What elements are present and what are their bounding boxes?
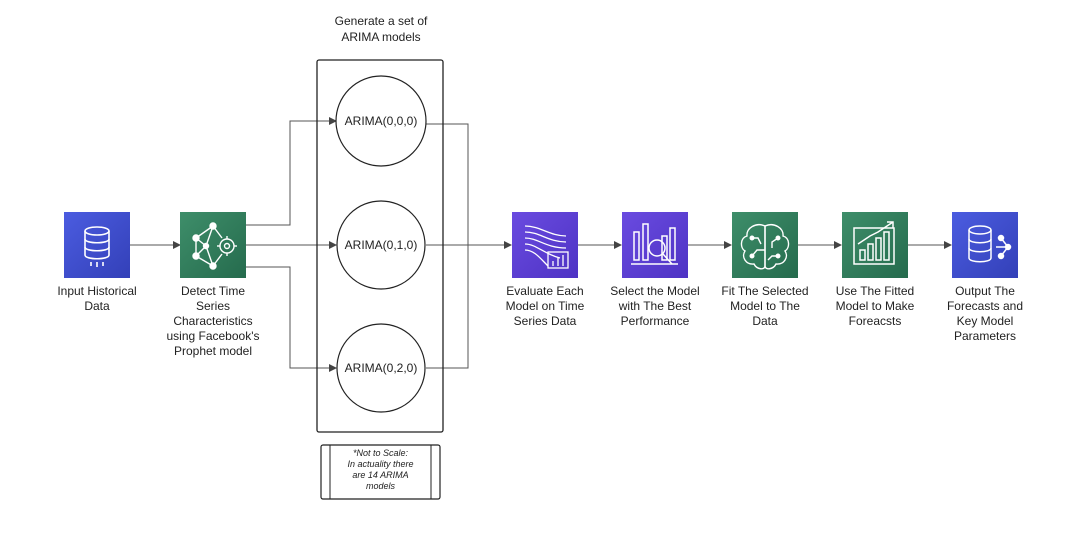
step-label-select-best-model: Select the Model with The Best Performan…: [610, 284, 700, 328]
step-evaluate-models: [512, 212, 578, 278]
arima-group-title: Generate a set of ARIMA models: [334, 14, 428, 44]
growth-chart-icon: [853, 221, 895, 265]
arima-model-label-2: ARIMA(0,1,0): [344, 238, 418, 252]
brain-circuit-icon: [740, 224, 790, 270]
database-icon: [84, 226, 110, 267]
connector-model-1-to-evaluate: [426, 123, 469, 245]
note-box: [320, 444, 441, 500]
data-wave-chart-icon: [524, 225, 569, 269]
step-use-model-forecast: [842, 212, 908, 278]
connector-detect-to-model-1: [246, 117, 337, 226]
arima-model-circle-3: [336, 323, 426, 413]
connector-detect-to-model-3: [246, 266, 337, 372]
arima-model-circle-2: [336, 200, 426, 290]
step-label-detect-characteristics: Detect Time Series Characteristics using…: [166, 284, 260, 358]
note-text: *Not to Scale: In actuality there are 14…: [347, 448, 414, 491]
step-label-fit-model: Fit The Selected Model to The Data: [721, 284, 809, 328]
connectors: [130, 117, 952, 372]
arima-models-group-box: [316, 59, 444, 433]
neural-network-icon: [192, 222, 237, 270]
step-output-forecasts: [952, 212, 1018, 278]
arima-model-circle-1: [335, 75, 427, 167]
arima-model-label-3: ARIMA(0,2,0): [344, 361, 418, 375]
step-detect-characteristics: [180, 212, 246, 278]
step-label-use-model-forecast: Use The Fitted Model to Make Foreacsts: [835, 284, 915, 328]
step-label-input-historical-data: Input Historical Data: [57, 284, 137, 313]
arima-model-label-1: ARIMA(0,0,0): [344, 114, 418, 128]
step-input-historical-data: [64, 212, 130, 278]
step-fit-model: [732, 212, 798, 278]
chart-magnifier-icon: [631, 223, 678, 265]
step-use-model-forecast-tile: [842, 212, 908, 278]
step-select-best-model: [622, 212, 688, 278]
step-label-output-forecasts: Output The Forecasts and Key Model Param…: [946, 284, 1024, 343]
step-label-evaluate-models: Evaluate Each Model on Time Series Data: [505, 284, 585, 328]
database-share-icon: [968, 225, 1012, 263]
step-select-best-model-tile: [622, 212, 688, 278]
step-evaluate-models-tile: [512, 212, 578, 278]
step-input-historical-data-tile: [64, 212, 130, 278]
connector-model-3-to-evaluate: [426, 245, 469, 369]
